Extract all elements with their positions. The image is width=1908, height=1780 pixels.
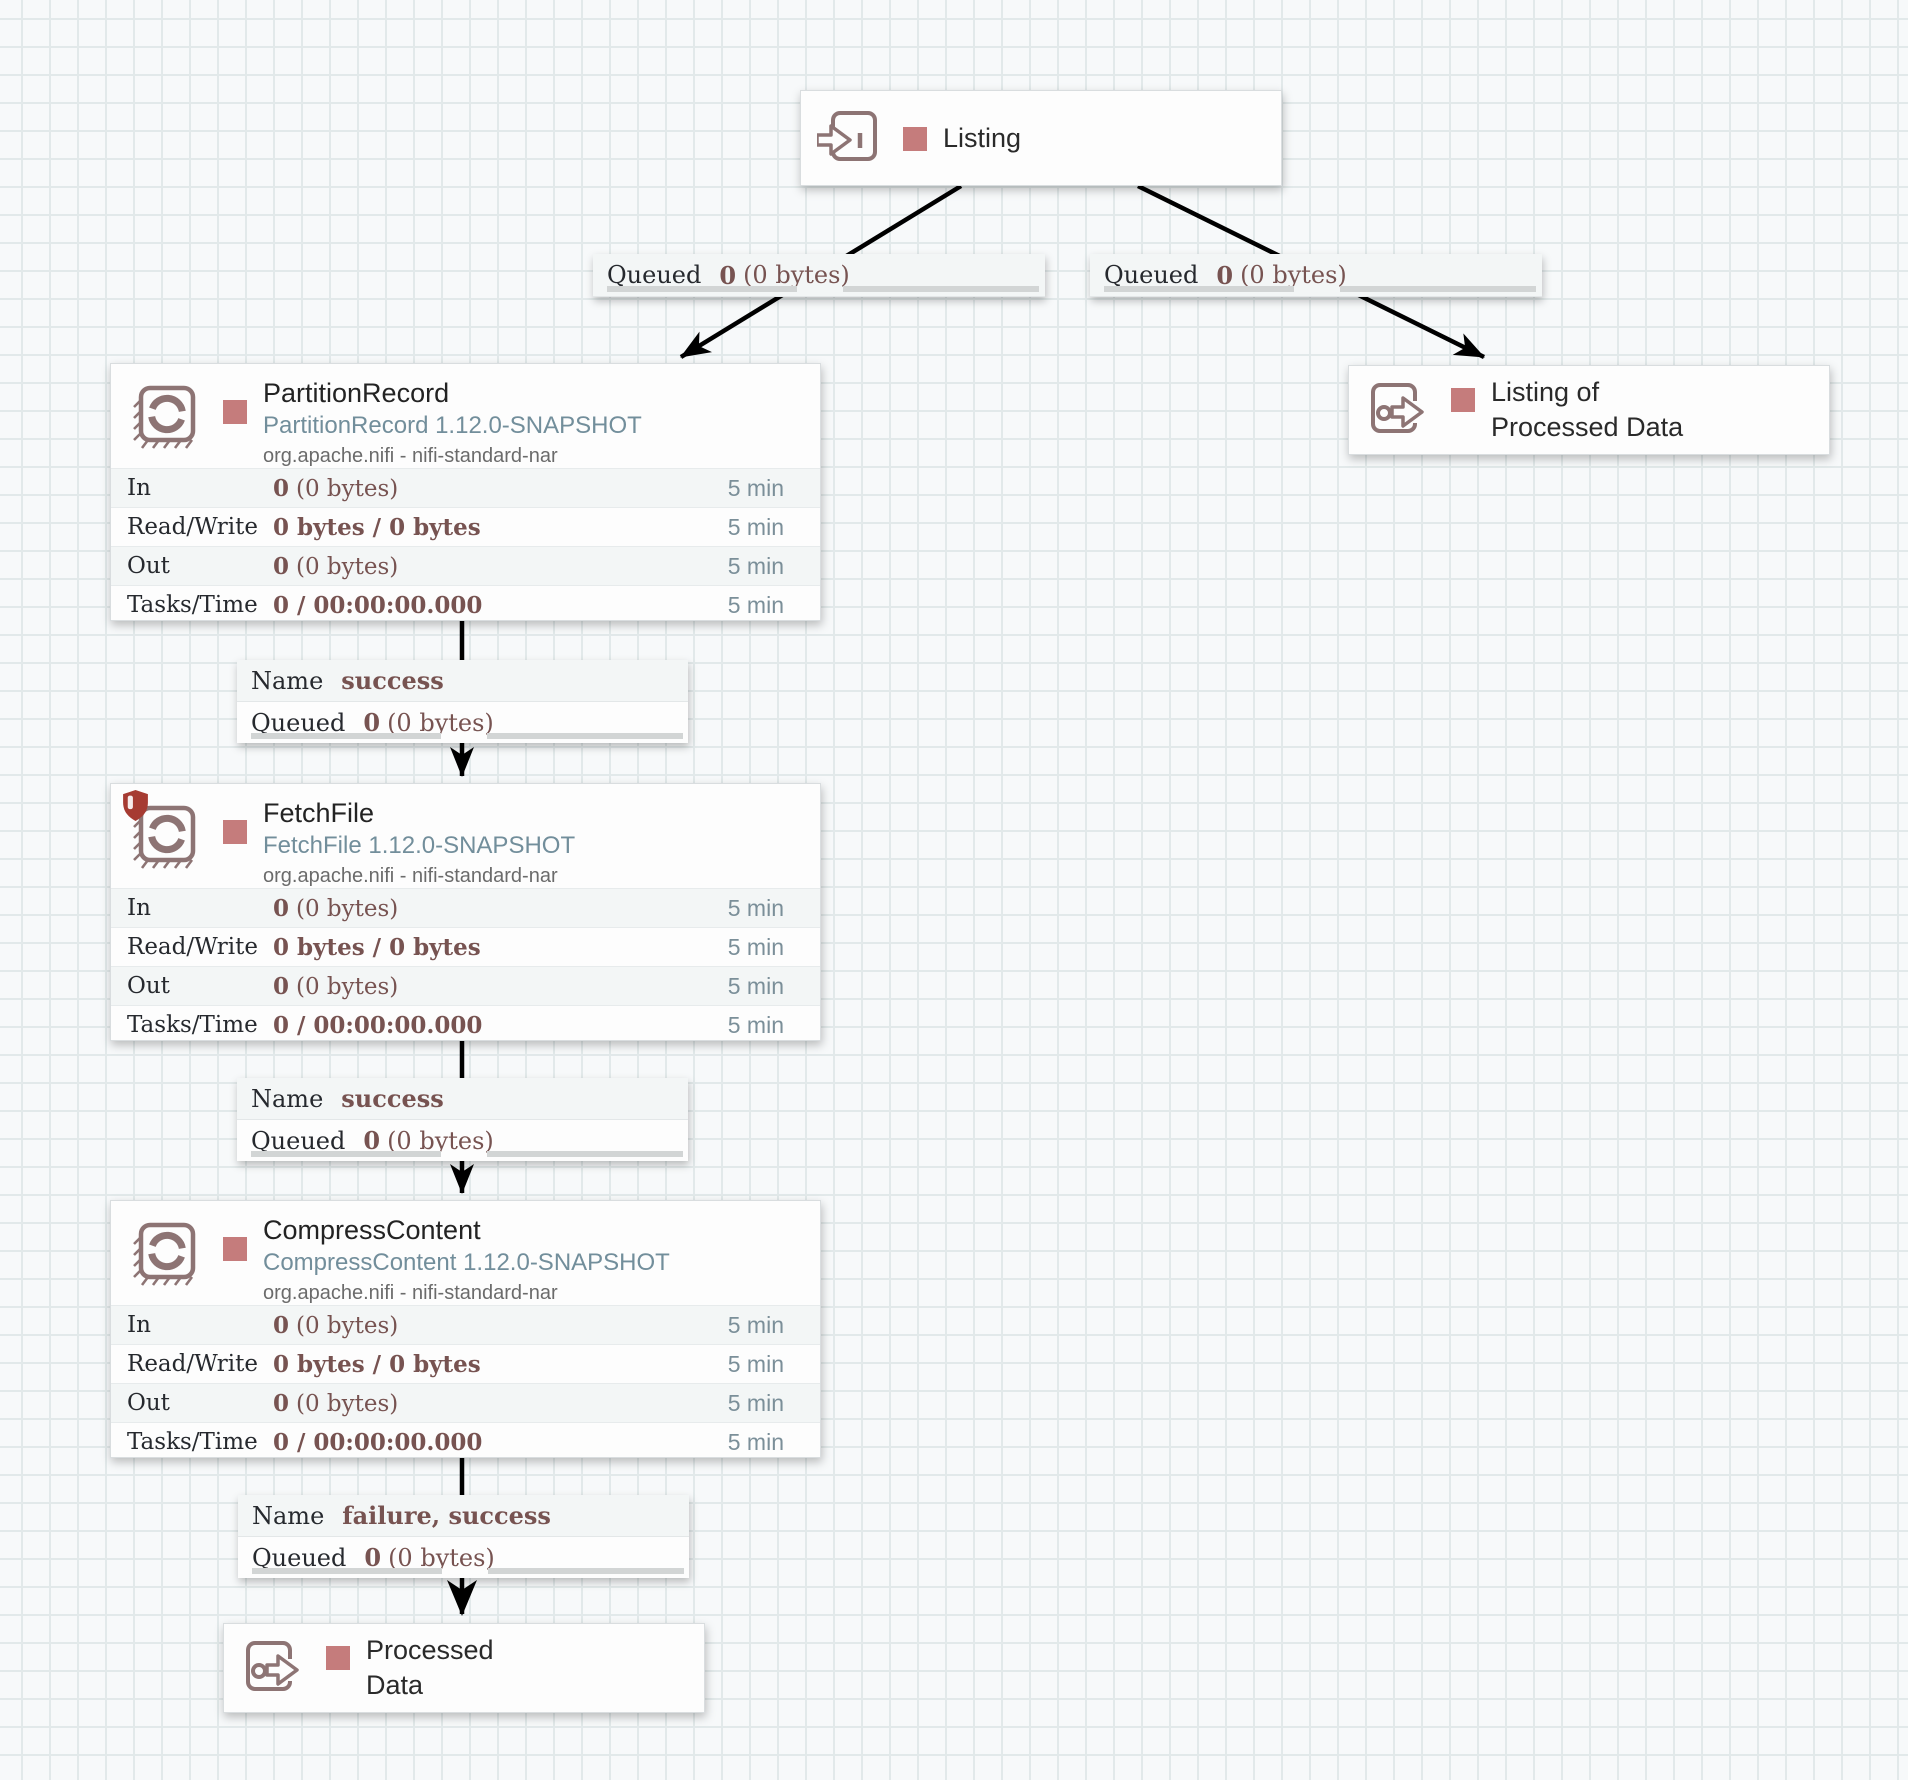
stat-row-out: Out 0(0 bytes) 5 min xyxy=(111,1383,820,1422)
stat-row-taskstime: Tasks/Time 0 / 00:00:00.000 5 min xyxy=(111,1005,820,1044)
processor-header: CompressContent CompressContent 1.12.0-S… xyxy=(111,1201,820,1305)
restricted-shield-icon xyxy=(123,790,148,821)
port-name: Processed Data xyxy=(366,1635,494,1700)
stat-row-readwrite: Read/Write 0 bytes / 0 bytes 5 min xyxy=(111,507,820,546)
output-port-processed-data[interactable]: Processed Data xyxy=(223,1623,705,1713)
queued-row: Queued 0 (0 bytes) xyxy=(238,1537,689,1578)
processor-header: PartitionRecord PartitionRecord 1.12.0-S… xyxy=(111,364,820,468)
queue-bytes-bar xyxy=(843,286,1039,292)
name-row: Name failure, success xyxy=(238,1495,689,1537)
queue-bytes-bar xyxy=(487,1151,683,1157)
output-port-icon xyxy=(1371,383,1424,433)
connection-label-queued-left[interactable]: Queued 0 (0 bytes) xyxy=(593,254,1045,297)
stat-row-in: In 0(0 bytes) 5 min xyxy=(111,468,820,507)
queued-row: Queued 0 (0 bytes) xyxy=(1090,254,1542,297)
port-name: Listing of Processed Data xyxy=(1491,377,1684,442)
output-port-listing-of-processed-data[interactable]: Listing of Processed Data xyxy=(1348,365,1830,455)
queued-row: Queued 0 (0 bytes) xyxy=(237,1120,688,1161)
processor-bundle: org.apache.nifi - nifi-standard-nar xyxy=(263,445,558,467)
processor-fetchfile[interactable]: FetchFile FetchFile 1.12.0-SNAPSHOT org.… xyxy=(110,783,821,1041)
run-status-stopped-icon xyxy=(223,400,247,424)
output-port-icon xyxy=(246,1641,299,1691)
queue-bytes-bar xyxy=(1340,286,1536,292)
queue-bytes-bar xyxy=(487,733,683,739)
stat-row-out: Out 0(0 bytes) 5 min xyxy=(111,546,820,585)
processor-name: FetchFile xyxy=(263,798,375,828)
queued-row: Queued 0 (0 bytes) xyxy=(593,254,1045,297)
queue-size-bar xyxy=(251,733,441,739)
processor-header: FetchFile FetchFile 1.12.0-SNAPSHOT org.… xyxy=(111,784,820,888)
port-name: Listing xyxy=(943,122,1022,153)
run-status-stopped-icon xyxy=(1451,388,1475,412)
processor-bundle: org.apache.nifi - nifi-standard-nar xyxy=(263,1282,558,1304)
connection-label-queued-right[interactable]: Queued 0 (0 bytes) xyxy=(1090,254,1542,297)
queue-size-bar xyxy=(252,1568,442,1574)
stat-row-taskstime: Tasks/Time 0 / 00:00:00.000 5 min xyxy=(111,1422,820,1461)
queue-bytes-bar xyxy=(488,1568,684,1574)
processor-type-version: PartitionRecord 1.12.0-SNAPSHOT xyxy=(263,412,642,439)
processor-name: CompressContent xyxy=(263,1215,481,1245)
connection-label-failure-success[interactable]: Name failure, success Queued 0 (0 bytes) xyxy=(238,1495,689,1578)
stat-row-in: In 0(0 bytes) 5 min xyxy=(111,1305,820,1344)
connection-label-success-1[interactable]: Name success Queued 0 (0 bytes) xyxy=(237,660,688,743)
processor-icon xyxy=(133,385,196,449)
processor-compresscontent[interactable]: CompressContent CompressContent 1.12.0-S… xyxy=(110,1200,821,1458)
queue-size-bar xyxy=(1104,286,1294,292)
processor-type-version: CompressContent 1.12.0-SNAPSHOT xyxy=(263,1249,670,1276)
queue-size-bar xyxy=(251,1151,441,1157)
connection-label-success-2[interactable]: Name success Queued 0 (0 bytes) xyxy=(237,1078,688,1161)
input-port-listing[interactable]: Listing xyxy=(800,90,1282,186)
input-port-icon xyxy=(817,111,877,161)
stat-row-readwrite: Read/Write 0 bytes / 0 bytes 5 min xyxy=(111,927,820,966)
run-status-stopped-icon xyxy=(903,127,927,151)
processor-bundle: org.apache.nifi - nifi-standard-nar xyxy=(263,865,558,887)
run-status-stopped-icon xyxy=(223,1237,247,1261)
processor-partitionrecord[interactable]: PartitionRecord PartitionRecord 1.12.0-S… xyxy=(110,363,821,621)
run-status-stopped-icon xyxy=(326,1646,350,1670)
name-row: Name success xyxy=(237,1078,688,1120)
stat-row-in: In 0(0 bytes) 5 min xyxy=(111,888,820,927)
stat-row-readwrite: Read/Write 0 bytes / 0 bytes 5 min xyxy=(111,1344,820,1383)
processor-name: PartitionRecord xyxy=(263,378,450,408)
run-status-stopped-icon xyxy=(223,820,247,844)
processor-icon xyxy=(133,805,196,869)
name-row: Name success xyxy=(237,660,688,702)
processor-icon xyxy=(133,1222,196,1286)
processor-type-version: FetchFile 1.12.0-SNAPSHOT xyxy=(263,832,576,859)
queue-size-bar xyxy=(607,286,797,292)
stat-row-out: Out 0(0 bytes) 5 min xyxy=(111,966,820,1005)
queued-row: Queued 0 (0 bytes) xyxy=(237,702,688,743)
stat-row-taskstime: Tasks/Time 0 / 00:00:00.000 5 min xyxy=(111,585,820,624)
